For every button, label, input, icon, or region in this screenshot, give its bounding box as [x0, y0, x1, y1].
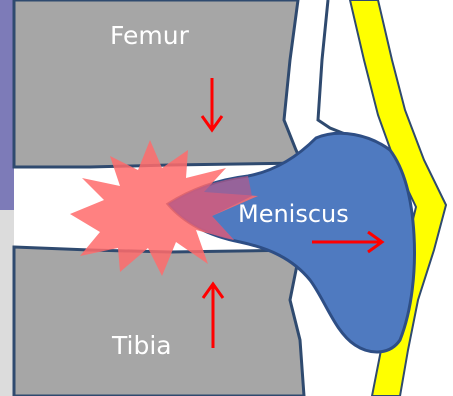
side-band-lower: [0, 210, 14, 396]
tibia-label: Tibia: [111, 331, 172, 360]
femur-label: Femur: [110, 21, 190, 50]
side-band: [0, 0, 14, 210]
meniscus-label: Meniscus: [238, 200, 349, 228]
